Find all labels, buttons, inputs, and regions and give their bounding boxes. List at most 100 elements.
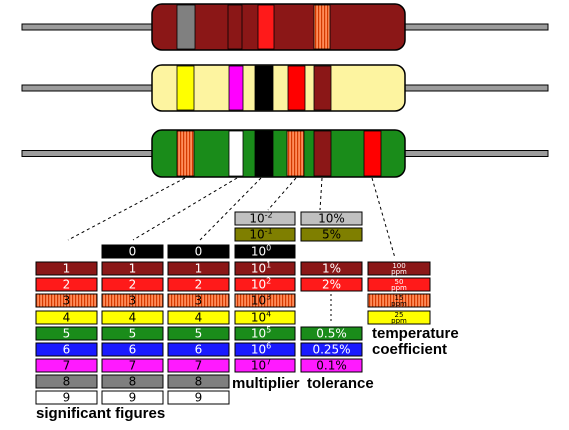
resistor-band (363, 130, 382, 177)
resistor-band (228, 65, 244, 111)
significant-digit-chip-c2-6: 6 (101, 342, 164, 357)
significant-digit-chip-c3-5-swatch (167, 326, 230, 341)
resistor-lead-right (398, 150, 549, 157)
significant-digit-chip-c2-7-text: 7 (129, 359, 137, 373)
significant-digit-chip-c1-2: 2 (35, 277, 98, 292)
temperature-value: 25 (395, 311, 404, 319)
significant-digit-chip-c2-3: 3 (101, 293, 164, 308)
significant-digit-chip-c2-6-swatch (101, 342, 164, 357)
leader-line (199, 177, 262, 241)
tolerance-chip-2-swatch (300, 261, 363, 276)
temperature-swatch (367, 310, 431, 325)
significant-digit-chip-c1-8: 8 (35, 374, 98, 389)
significant-digit-chip-c3-7-text: 7 (195, 359, 203, 373)
tolerance-chip-3: 2% (300, 277, 363, 292)
multiplier-swatch (234, 261, 296, 276)
multiplier-text: 100 (251, 244, 271, 259)
tolerance-chip-0: 10% (300, 211, 363, 226)
resistor-lead-right (398, 84, 549, 92)
resistor-band (227, 4, 243, 50)
multiplier-swatch (234, 211, 296, 226)
significant-digit-chip-c2-9: 9 (101, 390, 164, 405)
tolerance-chip-6-text: 0.1% (316, 359, 347, 373)
resistor-band (286, 130, 305, 177)
resistor-lead-left (21, 84, 159, 92)
multiplier-chip--1: 10-1 (234, 227, 296, 242)
resistor-band (313, 65, 332, 111)
multiplier-chip-0: 100 (234, 244, 296, 259)
multiplier-text: 107 (251, 358, 271, 373)
significant-digit-chip-c3-9-text: 9 (195, 391, 203, 405)
significant-digit-chip-c3-2: 2 (167, 277, 230, 292)
multiplier-chip-3: 103 (234, 293, 296, 308)
significant-digit-chip-c1-2-text: 2 (63, 278, 71, 292)
significant-digit-chip-c1-3-swatch (35, 293, 98, 308)
temperature-value: 50 (395, 278, 404, 286)
significant-digit-chip-c3-7-swatch (167, 358, 230, 373)
temperature-swatch (367, 293, 431, 308)
multiplier-swatch (234, 358, 296, 373)
significant-digit-chip-c1-4-swatch (35, 310, 98, 325)
significant-digit-chip-c2-9-text: 9 (129, 391, 137, 405)
resistor-lead-right (398, 23, 549, 31)
significant-digit-chip-c1-7-text: 7 (63, 359, 71, 373)
significant-digit-chip-c2-2-swatch (101, 277, 164, 292)
resistor-lead-left (21, 23, 159, 31)
resistor-body (151, 64, 406, 112)
leader-lines (67, 177, 396, 259)
significant-digit-chip-c2-7-swatch (101, 358, 164, 373)
multiplier-swatch (234, 342, 296, 357)
tolerance-chip-4-text: 0.5% (316, 327, 347, 341)
multiplier-text: 10-2 (249, 211, 272, 226)
significant-digit-chip-c2-8: 8 (101, 374, 164, 389)
significant-digit-chip-c2-9-swatch (101, 390, 164, 405)
significant-digit-chip-c3-1: 1 (167, 261, 230, 276)
multiplier-swatch (234, 310, 296, 325)
resistor-band (257, 4, 275, 50)
significant-digit-chip-c2-0: 0 (101, 244, 164, 259)
temperature-unit: ppm (391, 284, 407, 292)
multiplier-text: 101 (251, 261, 271, 276)
significant-digit-chip-c1-5: 5 (35, 326, 98, 341)
resistor-body (151, 129, 406, 178)
multiplier-swatch (234, 244, 296, 259)
resistor-band (176, 4, 196, 50)
tolerance-label: tolerance (307, 375, 374, 392)
multiplier-swatch (234, 277, 296, 292)
resistor-band (313, 4, 331, 50)
temperature-unit: ppm (391, 317, 407, 325)
significant-digit-chip-c1-7-swatch (35, 358, 98, 373)
significant-digit-chip-c1-9-text: 9 (63, 391, 71, 405)
leader-line (267, 177, 297, 211)
leader-line (67, 177, 186, 241)
significant-digit-chip-c2-5-text: 5 (129, 327, 137, 341)
resistor-5-band (21, 64, 549, 112)
multiplier-swatch (234, 293, 296, 308)
temperature-swatch (367, 277, 431, 292)
resistor-band (254, 65, 274, 111)
tolerance-chip-6: 0.1% (300, 358, 363, 373)
leader-line (132, 177, 238, 241)
multiplier-chip-5: 105 (234, 326, 296, 341)
significant-digit-chip-c3-9: 9 (167, 390, 230, 405)
resistor-band (228, 130, 244, 177)
tolerance-chip-4-swatch (300, 326, 363, 341)
tolerance-chip-5-text: 0.25% (312, 343, 350, 357)
tolerance-chip-1-swatch (300, 227, 363, 242)
significant-digit-chip-c2-3-swatch (101, 293, 164, 308)
multiplier-swatch (234, 326, 296, 341)
color-code-table: 1234567890123456789012345678910-210-1100… (35, 211, 431, 405)
significant-digit-chip-c3-5-text: 5 (195, 327, 203, 341)
significant-digit-chip-c2-5-swatch (101, 326, 164, 341)
temperature-unit: ppm (391, 268, 407, 276)
tolerance-chip-6-swatch (300, 358, 363, 373)
tolerance-chip-1: 5% (300, 227, 363, 242)
significant-digit-chip-c3-4-text: 4 (195, 311, 203, 325)
multiplier-label: multiplier (232, 375, 300, 392)
temperature-coefficient-label-line1: temperature (372, 325, 459, 342)
significant-digit-chip-c2-8-text: 8 (129, 375, 137, 389)
leader-line (319, 177, 323, 211)
significant-digit-chip-c3-9-swatch (167, 390, 230, 405)
